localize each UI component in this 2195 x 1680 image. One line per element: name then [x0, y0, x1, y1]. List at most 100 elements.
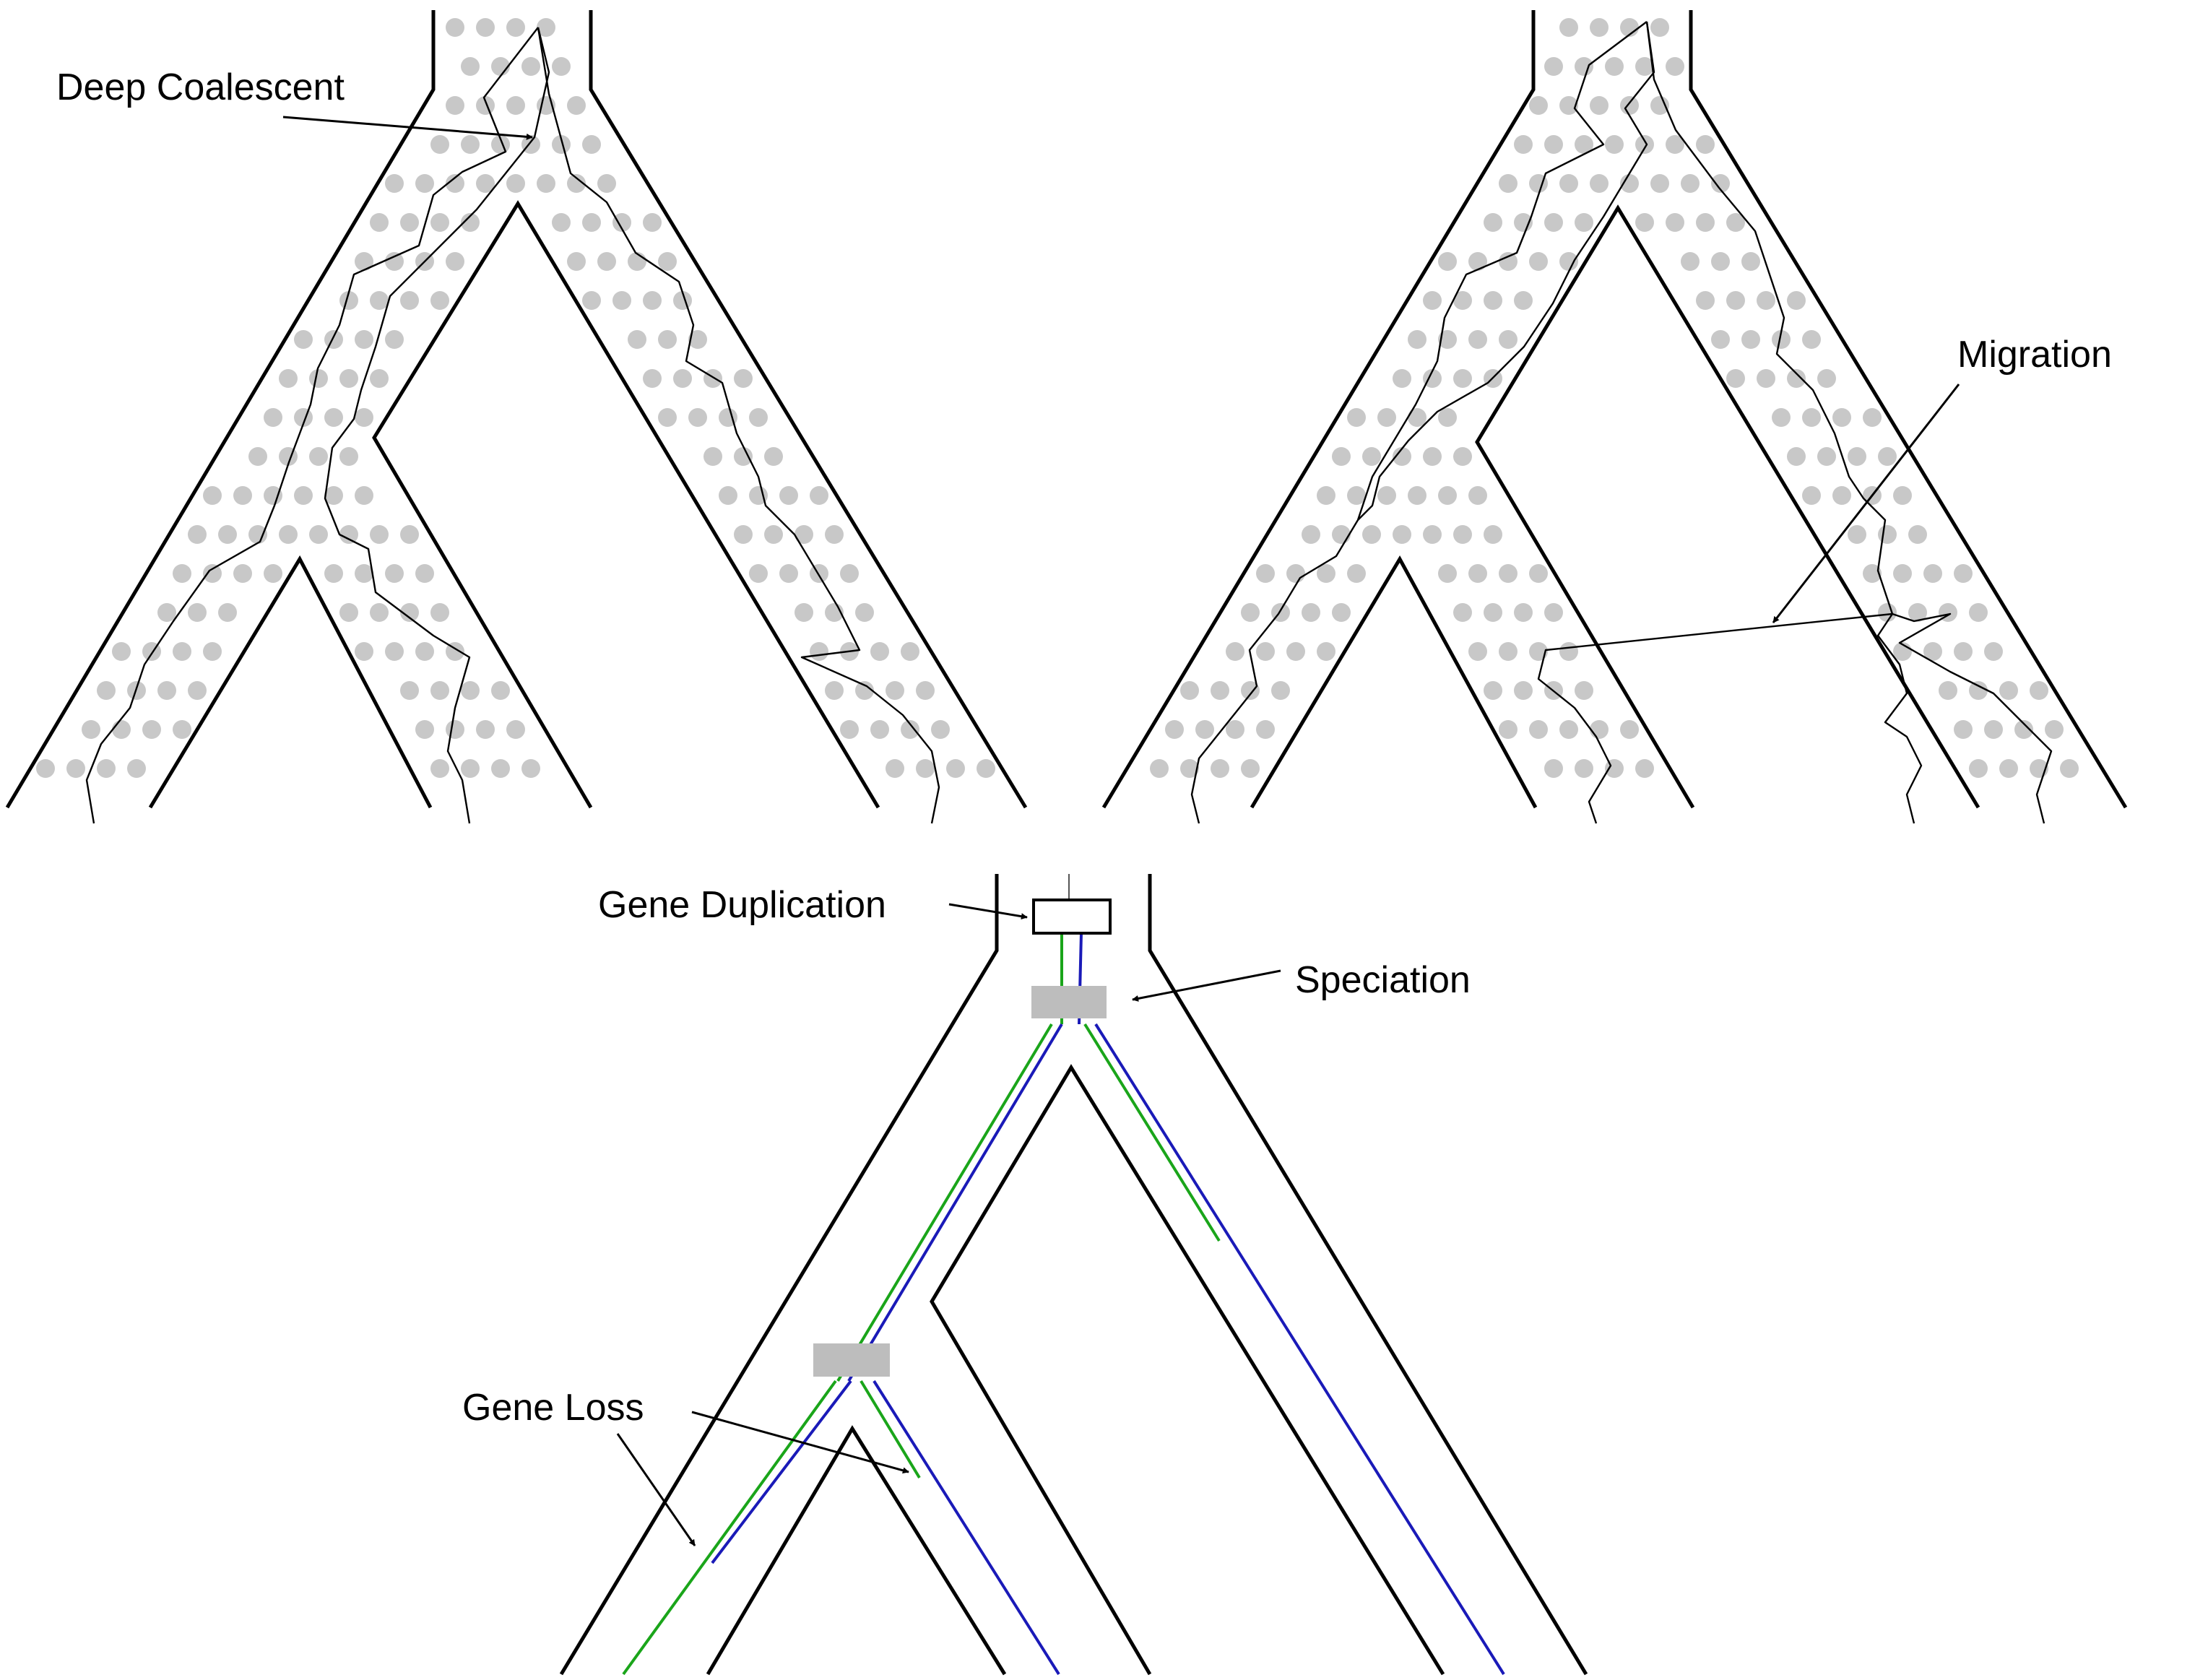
population-dot: [719, 486, 737, 505]
population-dot: [1529, 720, 1548, 739]
population-dot: [521, 759, 540, 778]
population-dot: [1620, 96, 1639, 115]
population-dot: [1954, 642, 1973, 661]
population-dot: [1711, 330, 1730, 349]
gene-duplication-loss-panel: Gene Duplication Speciation Gene Loss: [462, 874, 1588, 1676]
population-dot: [188, 603, 207, 622]
population-dot: [1423, 447, 1442, 466]
population-dot: [1802, 330, 1821, 349]
population-dot: [339, 525, 358, 544]
deep-coalescence-panel: Deep Coalescent: [5, 10, 1028, 824]
population-dot: [203, 564, 222, 583]
population-dot: [1605, 57, 1624, 76]
population-dot: [1681, 252, 1700, 271]
population-dot: [1195, 720, 1214, 739]
population-dot: [764, 525, 783, 544]
population-dot: [688, 408, 707, 427]
population-dot: [810, 642, 828, 661]
population-dot: [1453, 447, 1472, 466]
population-dot: [1423, 291, 1442, 310]
population-dot: [1226, 642, 1244, 661]
speciation-label: Speciation: [1295, 959, 1471, 1001]
population-dot: [1635, 57, 1654, 76]
population-dot: [795, 525, 813, 544]
population-dot: [749, 564, 768, 583]
migration-arrow: [1772, 384, 1960, 623]
population-dot: [1438, 330, 1457, 349]
population-dot: [1499, 720, 1518, 739]
population-dot: [1529, 96, 1548, 115]
population-dot: [506, 720, 525, 739]
population-dot: [203, 642, 222, 661]
population-dot: [415, 642, 434, 661]
population-dot: [1787, 369, 1806, 388]
population-dot: [1923, 642, 1942, 661]
population-dot: [1499, 642, 1518, 661]
population-dot: [1575, 135, 1593, 154]
population-dot: [2045, 720, 2064, 739]
population-dot: [2030, 681, 2048, 700]
population-dot: [415, 174, 434, 193]
population-dot: [461, 57, 480, 76]
population-dot: [931, 720, 950, 739]
population-dot: [2060, 759, 2079, 778]
population-dot: [1590, 18, 1609, 37]
population-dot: [324, 486, 343, 505]
population-dot: [1772, 330, 1791, 349]
population-dot: [582, 291, 601, 310]
population-dot: [385, 642, 404, 661]
population-dot: [97, 681, 116, 700]
population-dot: [157, 681, 176, 700]
population-dot: [597, 252, 616, 271]
population-dot: [1362, 447, 1381, 466]
population-dot: [946, 759, 965, 778]
population-dot: [1453, 525, 1472, 544]
population-dot: [1832, 408, 1851, 427]
population-dot: [1393, 369, 1411, 388]
population-dot: [1559, 252, 1578, 271]
gene-tree-copy-a: [622, 933, 1221, 1676]
population-dot: [446, 642, 464, 661]
population-dot: [901, 642, 919, 661]
population-dot: [400, 291, 419, 310]
population-dot: [1650, 174, 1669, 193]
population-dot: [1575, 681, 1593, 700]
population-dot: [1317, 486, 1335, 505]
population-dot: [703, 369, 722, 388]
species-tree-outline: [5, 10, 1028, 809]
population-dot: [1393, 447, 1411, 466]
population-dot: [385, 564, 404, 583]
population-dot: [1848, 447, 1866, 466]
population-dot: [1696, 135, 1715, 154]
population-dot: [1878, 603, 1897, 622]
gene-loss-arrow-left: [616, 1433, 696, 1546]
population-dot: [188, 525, 207, 544]
population-dot: [430, 681, 449, 700]
population-dot: [1377, 408, 1396, 427]
population-dot: [1605, 135, 1624, 154]
population-dot: [1757, 369, 1775, 388]
population-dot: [36, 759, 55, 778]
population-dot: [977, 759, 995, 778]
population-dot: [1787, 447, 1806, 466]
population-dot: [2014, 720, 2033, 739]
population-dot: [673, 369, 692, 388]
population-dot: [1848, 525, 1866, 544]
gene-loss-label: Gene Loss: [462, 1387, 644, 1429]
population-dot: [779, 564, 798, 583]
population-dot: [1423, 369, 1442, 388]
population-dot: [203, 486, 222, 505]
population-dot: [1332, 603, 1351, 622]
population-dot: [506, 18, 525, 37]
population-dot: [430, 603, 449, 622]
population-dot: [1832, 486, 1851, 505]
population-dot: [157, 603, 176, 622]
gene-lineages: [1190, 21, 2053, 824]
population-dot: [597, 174, 616, 193]
population-dot: [1923, 564, 1942, 583]
population-dot: [446, 252, 464, 271]
population-dot: [643, 213, 662, 232]
population-dot: [825, 681, 844, 700]
population-dot: [1438, 252, 1457, 271]
population-dot: [324, 408, 343, 427]
